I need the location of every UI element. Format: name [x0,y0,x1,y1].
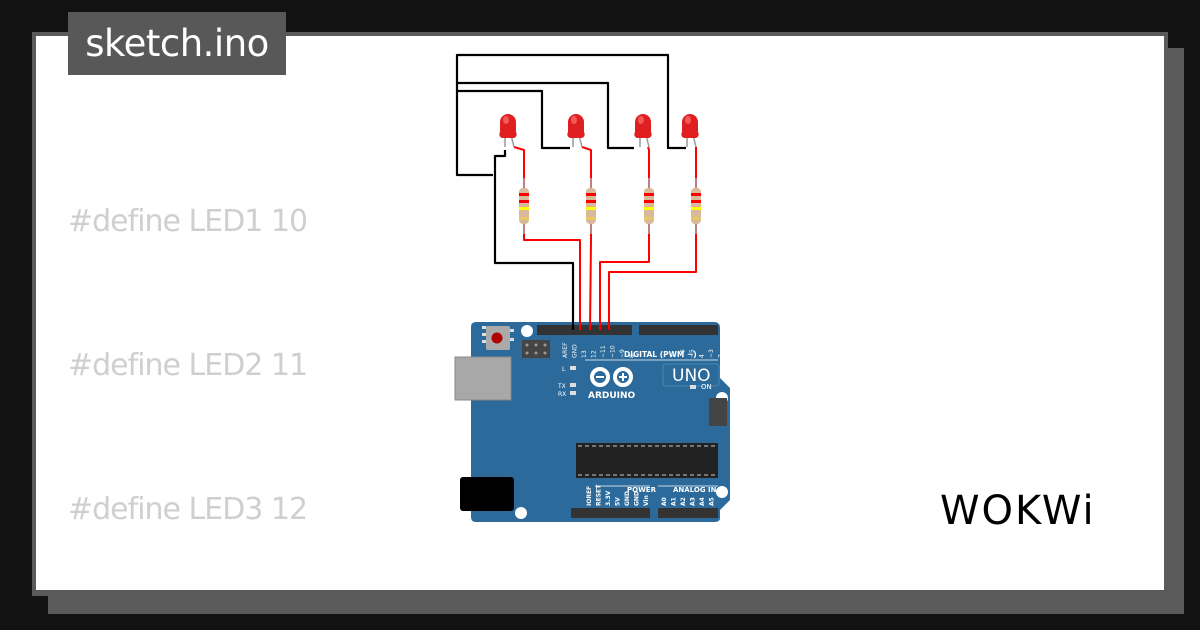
analog-header [658,508,718,518]
atmega-chip [576,443,718,478]
arduino-uno-board[interactable]: DIGITAL (PWM ~) UNO ARDUINO ON POWER ANA… [454,322,744,522]
code-line: #define LED3 12 [68,492,308,527]
signal-wires [513,146,697,331]
led[interactable] [634,114,652,148]
pin-label: 7 [670,354,677,358]
resistor[interactable] [586,178,596,234]
pin-label: 13 [581,350,588,358]
mounting-hole [716,486,728,498]
pin-label: A1 [671,497,678,506]
ground-wire[interactable] [455,53,686,177]
pin-label: ~5 [689,349,696,358]
pin-label: 8 [629,354,636,358]
icsp-header-2 [709,398,727,426]
digital-label: DIGITAL (PWM ~) [624,350,697,359]
pin-label: 5V [615,497,622,506]
pin-label: ~11 [600,345,607,358]
ground-wire[interactable] [457,89,570,150]
pin-label: A4 [699,497,706,506]
pin-label: RX 0 [737,344,744,358]
brand-label: ARDUINO [588,391,636,401]
wokwi-logo: WOKWi [940,488,1096,534]
signal-wire[interactable] [581,146,592,331]
pin-label: A5 [709,497,716,506]
ground-wires [455,53,686,330]
led[interactable] [499,114,517,148]
pin-label: GND [572,344,579,358]
pin-label: 2 [718,354,725,358]
mounting-hole [521,325,533,337]
reset-button[interactable] [482,326,514,350]
code-preview: #define LED1 10 #define LED2 11 #define … [68,102,467,590]
digital-header-right [639,325,718,335]
led[interactable] [567,114,585,148]
file-tab[interactable]: sketch.ino [68,12,286,75]
pin-label: A3 [690,497,697,506]
pin-label: ~9 [619,349,626,358]
pin-label: 4 [699,354,706,358]
power-label: POWER [627,486,657,494]
resistor[interactable] [691,178,701,234]
led-label-l: L [562,366,566,373]
ground-wire[interactable] [457,81,634,150]
icsp-header [522,340,550,358]
resistor[interactable] [519,178,529,234]
pin-label: 3.3V [605,490,612,506]
power-jack [460,477,514,511]
pin-label: TX 1 [727,344,734,359]
led-label-tx: TX [557,383,566,390]
pin-label: ~3 [708,349,715,358]
signal-wire[interactable] [599,146,650,330]
pin-label: Vin [643,495,650,506]
analog-label: ANALOG IN [673,486,717,494]
arduino-logo-icon [590,367,633,387]
signal-wire[interactable] [608,147,697,330]
board-model-label: UNO [672,366,711,386]
pin-label: RESET [596,484,603,506]
pin-label: 12 [591,350,598,358]
led-label-rx: RX [558,391,566,398]
pin-label: GND [624,491,631,506]
resistor[interactable] [644,178,654,234]
power-header [571,508,650,518]
signal-wire[interactable] [513,146,581,330]
pin-label: A0 [661,497,668,506]
pin-label: ~6 [680,349,687,358]
led[interactable] [681,114,699,148]
code-line: #define LED1 10 [68,204,308,239]
pin-label: IOREF [586,486,593,506]
ground-wire[interactable] [493,150,575,330]
code-line: #define LED2 11 [68,348,308,383]
on-label: ON [701,383,712,391]
pin-label: GND [634,491,641,506]
pin-label: A2 [680,497,687,506]
usb-port [454,356,512,401]
pin-label: AREF [562,342,569,358]
pin-label: ~10 [610,345,617,358]
digital-header-left [537,325,632,335]
mounting-hole [515,507,527,519]
